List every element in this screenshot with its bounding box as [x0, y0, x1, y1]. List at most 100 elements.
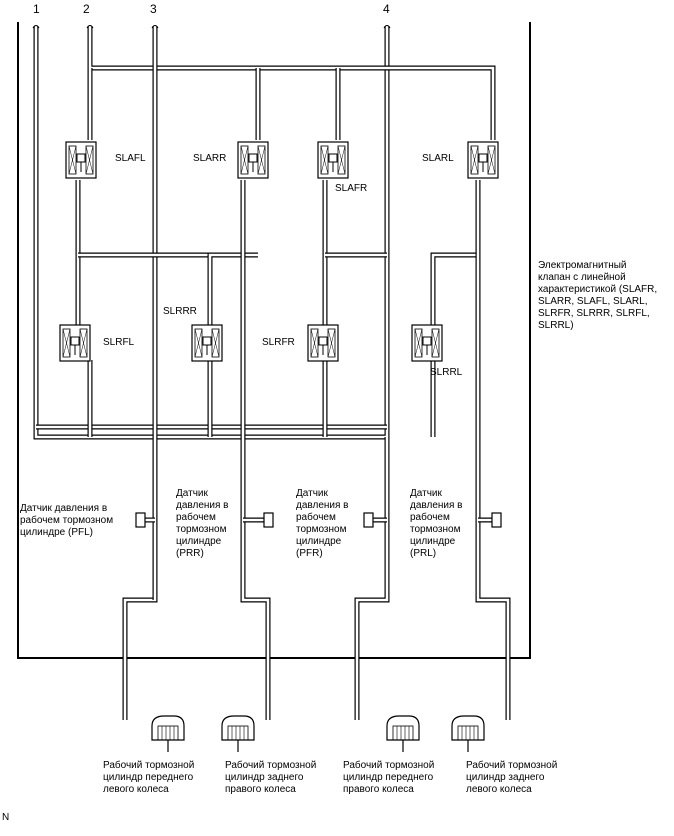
valve-slafr-plunger: [328, 153, 338, 163]
valve-slrfl: [59, 324, 91, 362]
line-number-2: 2: [83, 2, 90, 16]
valve-slrfr-plunger: [318, 336, 328, 346]
rl-output: [475, 180, 511, 720]
valve-slrfr-coil-left: [310, 328, 319, 358]
cylinder-front-left-body: [151, 715, 185, 741]
valve-label-slafl: SLAFL: [115, 153, 146, 164]
valve-slarr-hatch: [240, 145, 266, 175]
valve-slarl-plunger: [478, 153, 488, 163]
cylinder-label-rear-left: Рабочий тормозной цилиндр заднего левого…: [466, 760, 558, 795]
valve-label-slrfr: SLRFR: [262, 337, 295, 348]
valve-slrfr-coil-right: [327, 328, 336, 358]
valve-slrrl-coil-left: [414, 328, 423, 358]
sensor-pfl: [135, 512, 146, 528]
valve-slarl-hatch: [470, 145, 496, 175]
cylinder-rear-left: [451, 715, 485, 752]
rl-output-bore: [476, 180, 510, 720]
line-4-output-bore: [355, 437, 389, 720]
rr-lower-feed-bore: [208, 253, 258, 325]
sensor-prr: [263, 512, 274, 528]
line-break-mark: [86, 25, 94, 29]
brake-lines: [32, 25, 511, 720]
valve-slrrl: [411, 324, 443, 362]
cylinder-label-rear-right: Рабочий тормозной цилиндр заднего правог…: [225, 760, 317, 795]
valve-label-slarl: SLARL: [422, 153, 454, 164]
valve-label-slarr: SLARR: [193, 153, 227, 164]
valve-label-slrfl: SLRFL: [103, 337, 135, 348]
sensor-label-prr: Датчик давления в рабочем тормозном цили…: [176, 488, 229, 559]
valve-slrfl-hatch: [62, 328, 88, 358]
valve-slarl: [467, 141, 499, 179]
valve-slarl-coil-right: [487, 145, 496, 175]
line-break-mark: [32, 25, 40, 29]
line-3: [122, 26, 158, 720]
valve-label-slrrr: SLRRR: [163, 306, 197, 317]
rr-lower-feed: [207, 252, 258, 325]
rr-output-bore: [241, 180, 270, 720]
line-break-mark: [383, 25, 391, 29]
line-2-supply-manifold-bore: [88, 26, 495, 140]
valve-slrfl-plunger: [70, 336, 80, 346]
valve-slafr-coil-right: [337, 145, 346, 175]
rl-link: [430, 180, 481, 325]
line-break-mark: [151, 25, 159, 29]
sensor-pfr: [363, 512, 374, 528]
line-number-4: 4: [383, 2, 390, 16]
valve-blocks: [59, 141, 499, 362]
cylinder-front-right-ribs: [396, 726, 410, 740]
valve-slrrr-plunger: [202, 336, 212, 346]
cylinder-front-left: [151, 715, 185, 752]
sensor-label-prl: Датчик давления в рабочем тормозном цили…: [410, 488, 463, 559]
cylinder-front-right: [386, 715, 420, 752]
sensor-prl-body: [491, 512, 502, 528]
cylinder-label-front-left: Рабочий тормозной цилиндр переднего лево…: [103, 760, 195, 795]
valve-slarr-plunger: [248, 153, 258, 163]
valve-slarr-coil-right: [257, 145, 266, 175]
corner-mark: N: [2, 812, 10, 823]
valve-slrfl-coil-left: [62, 328, 71, 358]
cylinder-front-right-body: [386, 715, 420, 741]
line-2-supply-manifold: [87, 26, 496, 140]
valve-slrrl-plunger: [422, 336, 432, 346]
valve-slrrl-coil-right: [431, 328, 440, 358]
cylinder-rear-left-ribs: [461, 726, 475, 740]
cylinder-front-left-ribs: [161, 726, 175, 740]
valve-slarr-coil-left: [240, 145, 249, 175]
valve-slafr-hatch: [320, 145, 346, 175]
sensor-label-pfr: Датчик давления в рабочем тормозном цили…: [296, 488, 349, 559]
valve-slarl-coil-left: [470, 145, 479, 175]
valve-slafr: [317, 141, 349, 179]
line-4-output: [354, 437, 390, 720]
valve-slafl-hatch: [68, 145, 94, 175]
valve-slafl-coil-left: [68, 145, 77, 175]
valve-slrrr-coil-left: [194, 328, 203, 358]
sensor-prl: [491, 512, 502, 528]
valve-slrfl-coil-right: [79, 328, 88, 358]
valve-slrrr-coil-right: [211, 328, 220, 358]
rr-output: [240, 180, 271, 720]
valve-label-slafr: SLAFR: [335, 183, 368, 194]
valve-slrrr-hatch: [194, 328, 220, 358]
cylinder-rear-right-ribs: [231, 726, 245, 740]
line-3-bore: [123, 26, 157, 720]
cylinder-rear-left-body: [451, 715, 485, 741]
valve-slrrl-hatch: [414, 328, 440, 358]
valve-slrrr: [191, 324, 223, 362]
pressure-sensors: [135, 512, 502, 528]
valve-slrfr: [307, 324, 339, 362]
sensor-label-pfl: Датчик давления в рабочем тормозном цили…: [20, 503, 114, 538]
cylinder-label-front-right: Рабочий тормозной цилиндр переднего прав…: [343, 760, 435, 795]
sensor-pfr-body: [363, 512, 374, 528]
wheel-cylinders: [151, 715, 485, 752]
solenoid-valve-caption: Электромагнитный клапан с линейной харак…: [538, 260, 658, 331]
valve-slafr-coil-left: [320, 145, 329, 175]
sensor-prr-body: [263, 512, 274, 528]
cylinder-rear-right: [221, 715, 255, 752]
valve-slafl-coil-right: [85, 145, 94, 175]
line-number-3: 3: [150, 2, 157, 16]
valve-slrfr-hatch: [310, 328, 336, 358]
cylinder-rear-right-body: [221, 715, 255, 741]
valve-slafl: [65, 141, 97, 179]
